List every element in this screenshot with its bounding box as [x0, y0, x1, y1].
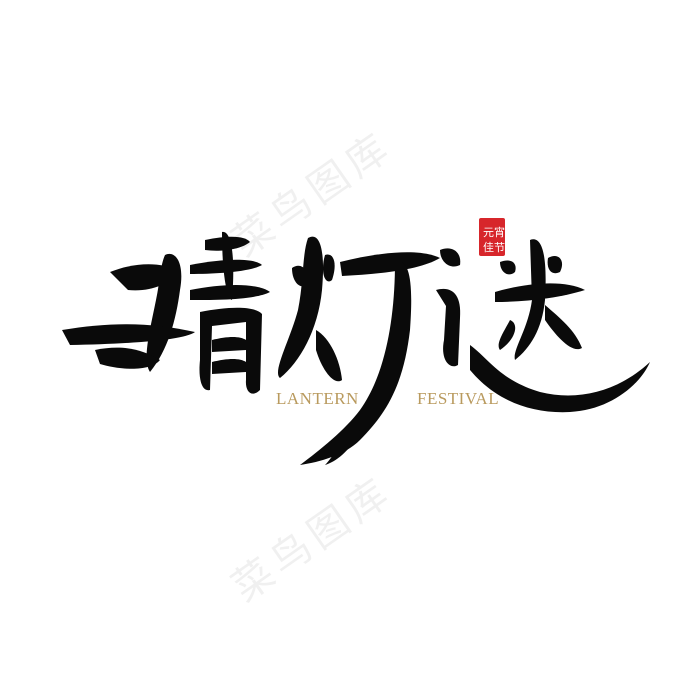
svg-text:佳节: 佳节 — [483, 240, 505, 254]
subtitle-lantern: LANTERN — [276, 389, 359, 408]
brush-strokes — [62, 231, 650, 465]
subtitle-festival: FESTIVAL — [417, 389, 500, 408]
svg-text:元宵: 元宵 — [483, 225, 505, 239]
seal-stamp: 元宵 佳节 — [479, 218, 505, 256]
